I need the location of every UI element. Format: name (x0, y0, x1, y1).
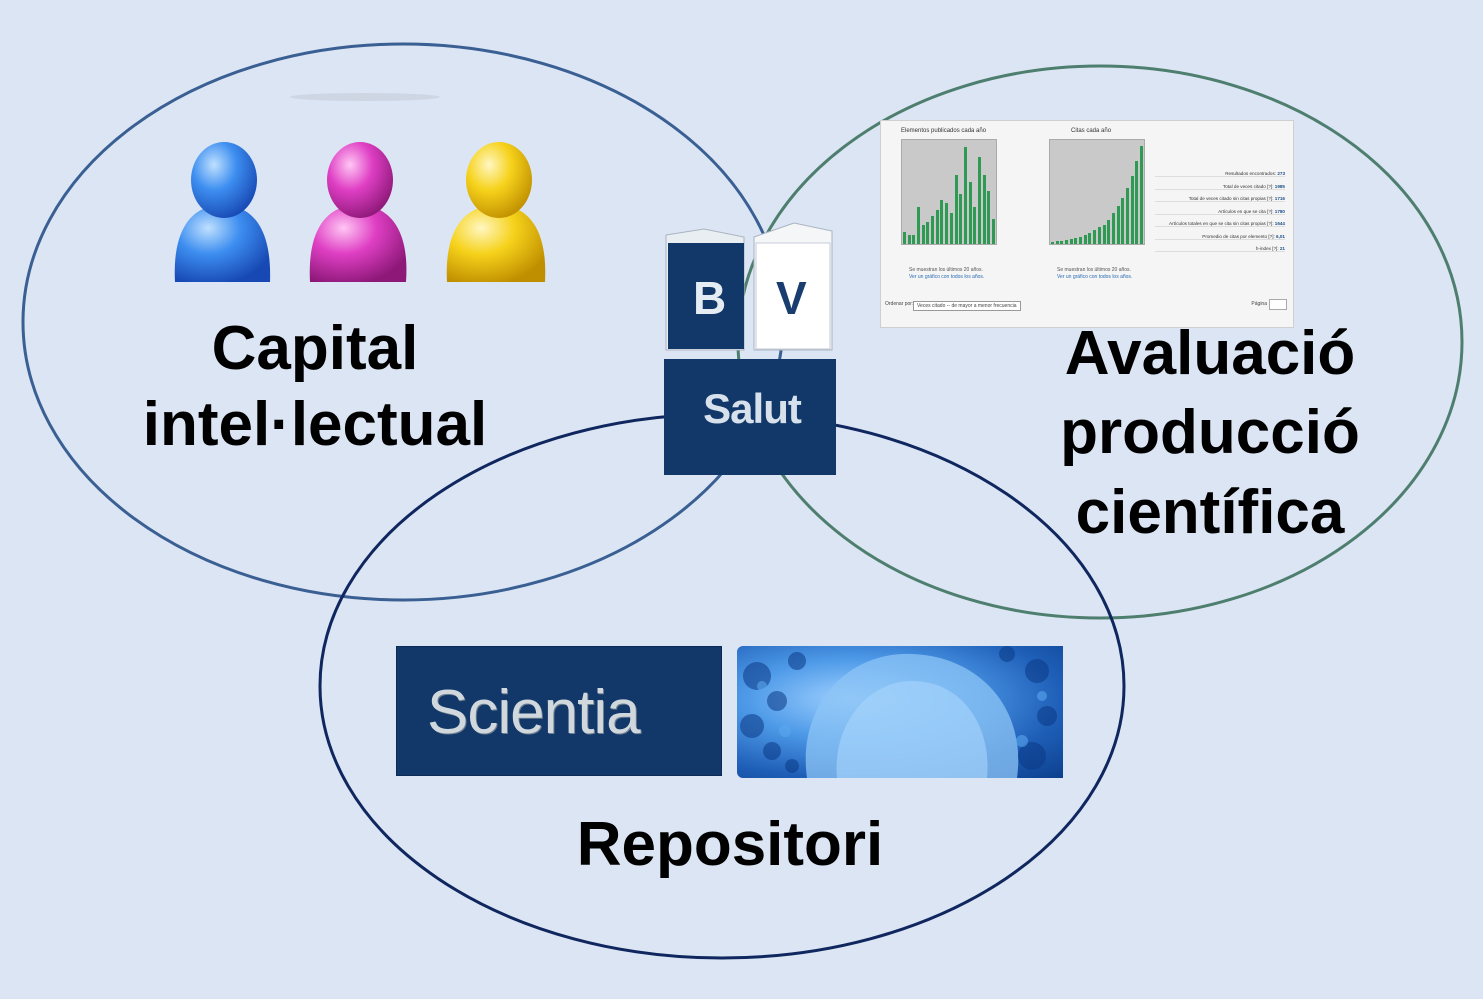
mini-bar (992, 219, 996, 244)
mini-bar (982, 175, 986, 244)
mini-bar (978, 156, 982, 244)
mini-bar (931, 215, 935, 244)
stat-value: 21 (1279, 246, 1285, 251)
mini-bar (987, 190, 991, 244)
stat-label: Resultados encontrados: (1225, 171, 1278, 176)
repositori-text: Repositori (576, 810, 884, 879)
stat-label: Artículos totales en que se cita sin cit… (1169, 221, 1275, 226)
yellow-user-icon (446, 142, 546, 282)
mini-bar (1083, 235, 1087, 244)
mini-bar (1111, 212, 1115, 244)
stat-value: 273 (1277, 171, 1285, 176)
mini-bar (1069, 239, 1073, 244)
right-chart-title: Citas cada año (1071, 128, 1112, 134)
scientia-banner: Scientia (396, 646, 722, 776)
mini-bar (1079, 236, 1083, 244)
mini-bar (1064, 239, 1068, 244)
stat-value: 1985 (1274, 183, 1285, 189)
capital-line2: intel·lectual (142, 390, 488, 460)
avaluacio-line1: Avaluació (1064, 319, 1356, 388)
mini-bar (1107, 219, 1111, 244)
mini-bar (907, 234, 911, 244)
mini-bar (902, 231, 906, 244)
shelf-highlight (290, 93, 440, 101)
bv-letter-v: V (776, 272, 807, 324)
mini-bar (940, 200, 944, 244)
stat-row: Artículos totales en que se cita sin cit… (1155, 221, 1285, 227)
left-chart-title: Elementos publicados cada año (901, 128, 987, 134)
page-input[interactable] (1269, 299, 1287, 310)
stat-label: Promedio de citas por elemento [?]: (1202, 233, 1277, 239)
blue-user-icon (174, 142, 271, 282)
sort-select[interactable]: Veces citado -- de mayor a menor frecuen… (913, 301, 1021, 311)
capital-line1: Capital (211, 314, 419, 383)
stat-row: Resultados encontrados: 273 (1155, 171, 1285, 177)
bv-salut-logo: B V Salut (664, 215, 836, 475)
stat-row: Promedio de citas por elemento [?]: 6,01 (1155, 234, 1285, 240)
stat-row: Artículos en que se cita [?]: 1780 (1155, 209, 1285, 215)
mini-bar (1074, 238, 1078, 244)
right-note-2[interactable]: Ver un gráfico con todos los años. (1057, 274, 1133, 280)
mini-bar (945, 203, 949, 244)
stat-label: Artículos en que se cita [?]: (1218, 208, 1275, 214)
stat-row: h-index [?]: 21 (1155, 246, 1285, 252)
scientia-fractal-image (737, 646, 1063, 778)
bv-salut-text: Salut (703, 385, 802, 432)
avaluacio-label: Avaluació producció científica (1020, 314, 1400, 552)
mini-bar (1135, 161, 1139, 244)
stat-value: 1644 (1274, 221, 1285, 226)
left-note-1: Se muestran los últimos 20 años. (909, 267, 983, 273)
stat-label: h-index [?]: (1255, 246, 1280, 251)
mini-bar (1140, 146, 1144, 244)
left-note-2[interactable]: Ver un gráfico con todos los años. (909, 274, 985, 280)
mini-bar (1097, 227, 1101, 244)
mini-bar (921, 225, 925, 244)
stat-label: Total de veces citado sin citas propias … (1188, 196, 1275, 201)
sort-label: Ordenar por: (885, 301, 914, 307)
stat-value: 1780 (1274, 208, 1285, 214)
stat-row: Total de veces citado sin citas propias … (1155, 196, 1285, 202)
mini-bar (1093, 230, 1097, 244)
mini-bar (959, 194, 963, 244)
right-note-1: Se muestran los últimos 20 años. (1057, 267, 1131, 273)
mini-bar (968, 181, 972, 244)
bv-letter-b: B (693, 272, 727, 324)
mini-bar (963, 147, 967, 244)
mini-bar (1050, 241, 1054, 244)
page-label: Página (1251, 301, 1267, 307)
mini-bar (1126, 187, 1130, 244)
avaluacio-line3: científica (1075, 477, 1345, 547)
mini-bar (1116, 205, 1120, 244)
mini-bar (926, 222, 930, 244)
left-mini-chart (901, 139, 997, 245)
mini-bar (912, 234, 916, 244)
magenta-user-icon (309, 142, 407, 282)
right-mini-chart (1049, 139, 1145, 245)
repositori-label: Repositori (520, 808, 940, 882)
citation-report-screenshot: Elementos publicados cada año Citas cada… (880, 120, 1294, 328)
mini-bar (1102, 224, 1106, 244)
stat-row: Total de veces citado [?]: 1985 (1155, 184, 1285, 190)
mini-bar (916, 206, 920, 244)
mini-bar (935, 209, 939, 244)
mini-bar (1088, 233, 1092, 244)
avaluacio-line2: producció (1060, 398, 1360, 468)
capital-label: Capital intel·lectual (100, 312, 530, 463)
mini-bar (949, 212, 953, 244)
mini-bar (1055, 241, 1059, 244)
stat-value: 6,01 (1276, 233, 1285, 239)
scientia-logo-text: Scientia (427, 678, 641, 747)
mini-bar (1121, 197, 1125, 244)
mini-bar (1130, 175, 1134, 244)
mini-bar (973, 206, 977, 244)
stat-label: Total de veces citado [?]: (1222, 183, 1275, 189)
mini-bar (954, 175, 958, 244)
stat-value: 1716 (1274, 196, 1285, 201)
mini-bar (1060, 240, 1064, 244)
